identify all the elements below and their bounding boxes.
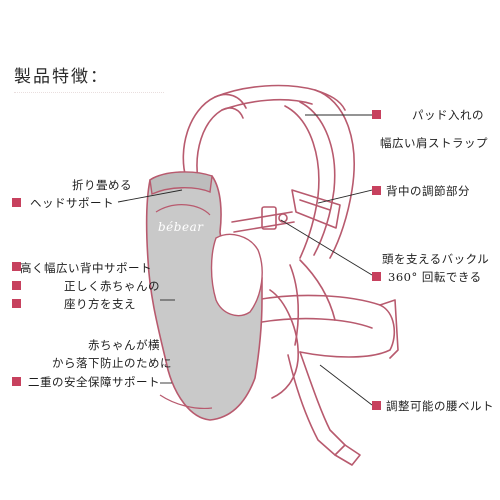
bullet-square-icon: [372, 272, 381, 281]
brand-logo: bébear: [158, 220, 204, 234]
bullet-square-icon: [12, 299, 21, 308]
feature-buckle-line2: 360° 回転できる: [388, 270, 482, 284]
feature-safety-line2: から落下防止のために: [52, 356, 172, 370]
feature-back-support-line2: 正しく赤ちゃんの: [64, 279, 160, 293]
feature-back-adjust: 背中の調節部分: [386, 184, 470, 198]
bullet-square-icon: [372, 110, 381, 119]
page-title: 製品特徴：: [14, 67, 109, 87]
bullet-square-icon: [12, 198, 21, 207]
feature-waist-belt: 調整可能の腰ベルト: [386, 399, 494, 413]
feature-shoulder-strap-line1: パッド入れの: [412, 108, 484, 122]
feature-buckle-line1: 頭を支えるバックル: [382, 252, 490, 266]
feature-headrest-line2: ヘッドサポート: [30, 196, 114, 210]
feature-safety-line1: 赤ちゃんが横: [88, 338, 160, 352]
faint-divider: [14, 92, 164, 96]
bullet-square-icon: [12, 262, 21, 271]
feature-back-support-line3: 座り方を支え: [64, 297, 136, 311]
bullet-square-icon: [12, 377, 21, 386]
feature-shoulder-strap-line2: 幅広い肩ストラップ: [380, 136, 488, 150]
feature-headrest-line1: 折り畳める: [72, 178, 132, 192]
bullet-square-icon: [12, 281, 21, 290]
bullet-square-icon: [372, 186, 381, 195]
feature-safety-line3: 二重の安全保障サポート: [28, 375, 160, 389]
feature-back-support-line1: 高く幅広い背中サポート: [20, 261, 152, 275]
bullet-square-icon: [372, 401, 381, 410]
